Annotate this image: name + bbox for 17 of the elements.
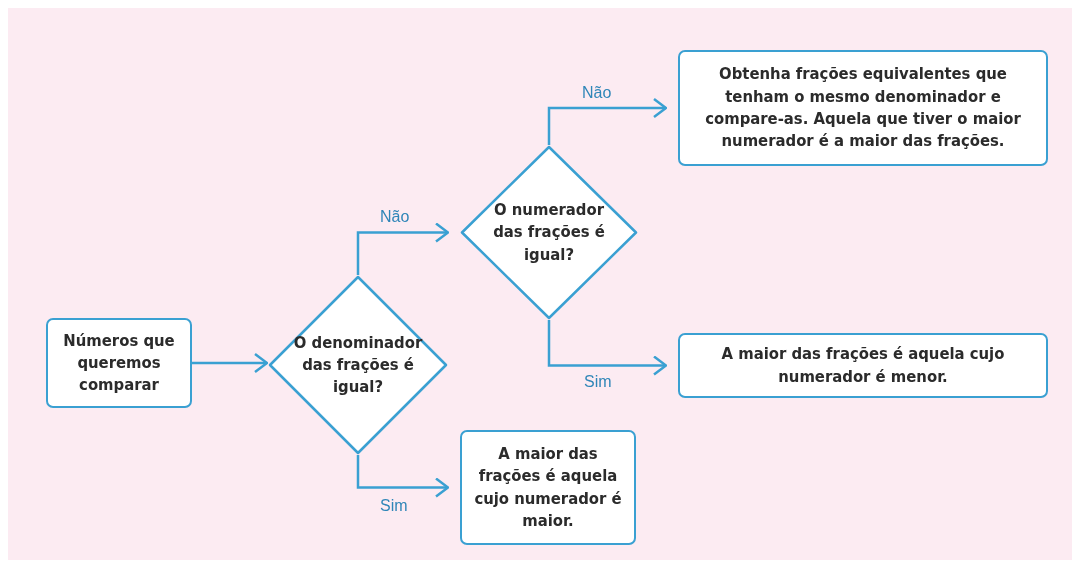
arrow xyxy=(356,222,450,275)
arrow xyxy=(192,352,269,374)
decision-diamond xyxy=(268,275,448,455)
arrow xyxy=(547,320,668,376)
process-box xyxy=(678,333,1048,398)
process-box xyxy=(46,318,192,408)
node-text: Obtenha frações equivalentes que tenham o mesmo denominador e compare-as. Aquela que tiver o maior numerador é a maior das frações. xyxy=(704,63,1022,153)
node-text: O numerador das frações é igual? xyxy=(492,199,606,266)
process-box xyxy=(678,50,1048,166)
node-text: O denominador das frações é igual? xyxy=(293,331,423,399)
node-text: A maior das frações é aquela cujo numerador é maior. xyxy=(473,442,623,532)
process-box xyxy=(460,430,636,545)
arrow xyxy=(356,455,450,498)
node-text: Números que queremos comparar xyxy=(62,329,176,397)
node-text: A maior das frações é aquela cujo numerador é menor. xyxy=(720,343,1006,388)
decision-diamond xyxy=(460,145,638,320)
arrow xyxy=(547,97,668,145)
